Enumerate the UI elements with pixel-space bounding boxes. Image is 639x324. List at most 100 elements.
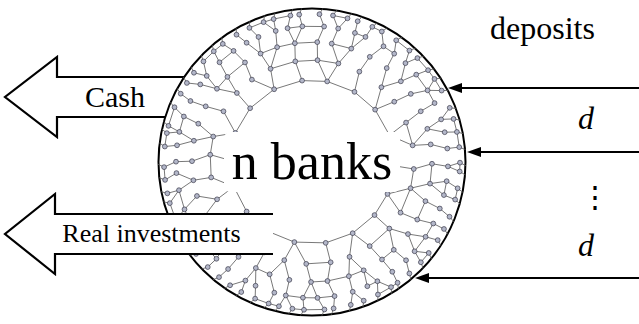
network-link — [389, 229, 393, 250]
network-node — [287, 277, 292, 282]
network-node — [350, 289, 355, 294]
arrow-outline — [5, 194, 273, 274]
network-node — [163, 178, 168, 183]
vertical-ellipsis: ⋮ — [580, 182, 610, 212]
network-node — [191, 178, 196, 183]
network-node — [177, 129, 182, 134]
network-node — [425, 88, 430, 93]
network-node — [266, 301, 271, 306]
network-node — [208, 152, 213, 157]
network-link — [401, 188, 411, 212]
network-node — [177, 188, 182, 193]
network-link — [351, 37, 365, 49]
deposit-arrowhead — [448, 83, 462, 93]
network-node — [198, 82, 203, 87]
network-node — [455, 130, 460, 135]
network-node — [243, 278, 248, 283]
network-node — [188, 99, 193, 104]
network-link — [413, 129, 428, 146]
network-node — [261, 20, 266, 25]
network-node — [164, 131, 169, 136]
network-node — [392, 51, 397, 56]
network-link — [348, 257, 350, 276]
network-node — [395, 280, 400, 285]
network-node — [336, 26, 341, 31]
network-node — [268, 66, 273, 71]
network-node — [348, 302, 353, 307]
network-link — [326, 233, 353, 243]
network-node — [444, 179, 449, 184]
network-link — [294, 242, 306, 264]
network-node — [331, 306, 336, 311]
network-node — [217, 60, 222, 65]
network-node — [432, 101, 437, 106]
network-node — [174, 171, 179, 176]
network-node — [407, 48, 412, 53]
network-link — [304, 309, 324, 310]
network-link — [295, 26, 302, 43]
network-node — [304, 261, 309, 266]
network-node — [195, 194, 200, 199]
network-node — [391, 247, 396, 252]
network-node — [323, 240, 328, 245]
network-link — [274, 81, 302, 90]
network-link — [375, 215, 390, 228]
deposit-arrow-line — [427, 277, 639, 279]
network-node — [322, 24, 327, 29]
network-node — [288, 13, 293, 18]
network-node — [215, 197, 220, 202]
network-node — [285, 26, 290, 31]
network-link — [197, 196, 217, 199]
network-node — [226, 267, 231, 272]
network-node — [426, 68, 431, 73]
network-node — [172, 105, 177, 110]
network-node — [184, 81, 189, 86]
network-link — [354, 72, 359, 92]
network-node — [404, 120, 409, 125]
network-link — [375, 102, 394, 110]
network-node — [379, 29, 384, 34]
network-node — [381, 44, 386, 49]
network-link — [210, 155, 212, 178]
network-node — [451, 117, 456, 122]
network-node — [406, 232, 411, 237]
network-link — [206, 106, 224, 111]
network-node — [447, 105, 452, 110]
network-node — [372, 213, 377, 218]
network-node — [447, 214, 452, 219]
network-node — [457, 145, 462, 150]
network-node — [352, 89, 357, 94]
network-link — [295, 61, 302, 80]
network-node — [253, 266, 258, 271]
network-node — [234, 91, 239, 96]
network-node — [403, 61, 408, 66]
network-node — [376, 292, 381, 297]
deposit-arrowhead — [467, 147, 481, 157]
network-link — [350, 257, 364, 270]
network-link — [332, 44, 352, 49]
network-node — [292, 41, 297, 46]
network-node — [277, 304, 282, 309]
network-link — [411, 184, 430, 189]
network-node — [217, 275, 222, 280]
network-link — [271, 61, 296, 68]
network-node — [398, 79, 403, 84]
network-node — [325, 79, 330, 84]
network-node — [315, 40, 320, 45]
network-link — [417, 201, 425, 219]
network-link — [302, 80, 327, 82]
network-node — [196, 121, 201, 126]
investment-arrow: Real investments — [5, 194, 273, 274]
network-node — [220, 42, 225, 47]
network-node — [325, 279, 330, 284]
network-node — [292, 240, 297, 245]
network-link — [411, 188, 426, 201]
network-link — [408, 234, 415, 251]
network-node — [387, 226, 392, 231]
network-link — [306, 264, 311, 282]
network-link — [350, 233, 353, 257]
network-node — [430, 161, 435, 166]
network-link — [370, 229, 390, 247]
network-link — [318, 60, 339, 63]
deposits-label: deposits — [490, 12, 595, 44]
